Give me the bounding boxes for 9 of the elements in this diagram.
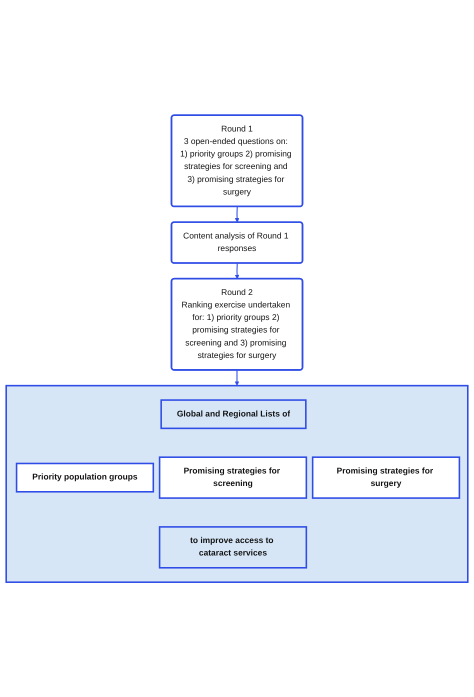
cluster (5, 384, 469, 583)
node-box: to improve access to cataract services (158, 526, 308, 568)
arrow (234, 263, 240, 279)
arrow (234, 206, 240, 222)
node-box: Promising strategies for surgery (312, 456, 460, 499)
node-box: Promising strategies for screening (158, 456, 308, 499)
node-box: Priority population groups (16, 462, 154, 492)
node-box: Global and Regional Lists of (160, 399, 307, 429)
arrow (234, 370, 240, 386)
